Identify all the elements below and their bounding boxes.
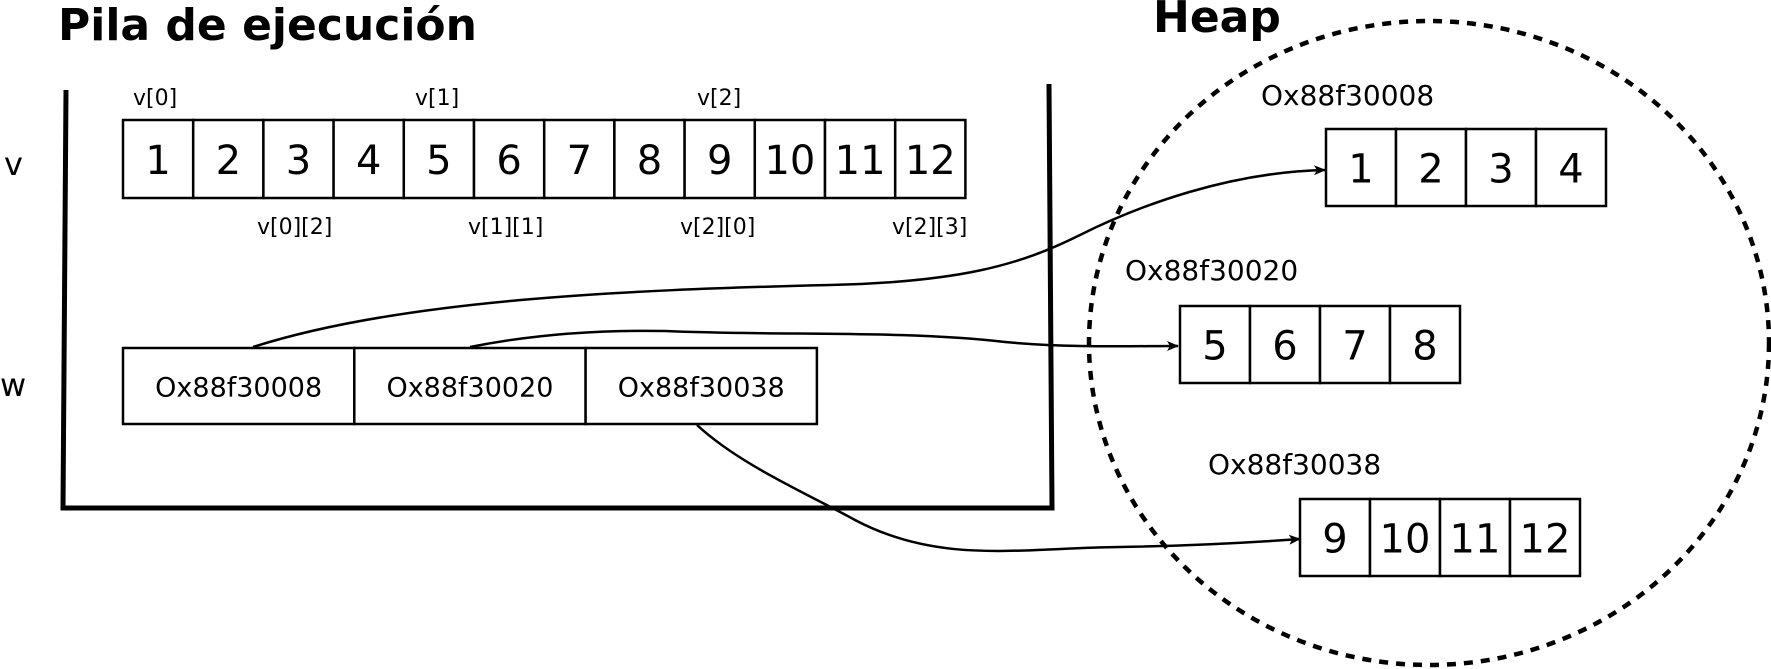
heap-cell [1318, 304, 1392, 385]
v-row-label: v[0] [133, 86, 177, 111]
pointer-arrow-w1 [469, 329, 1179, 352]
v-cell [613, 118, 686, 200]
stack-title: Pila de ejecución [58, 0, 477, 51]
v-cell [753, 118, 827, 200]
v-row-label: v[1] [415, 86, 459, 111]
pointer-arrows [252, 165, 1326, 553]
v-cell-value: 12 [905, 138, 956, 184]
w-cell-pointer: Ox88f30038 [618, 373, 785, 404]
variable-v-label: v [4, 145, 23, 183]
heap-cell-value: 3 [1488, 147, 1513, 193]
v-cell-value: 3 [286, 138, 311, 184]
w-cell-pointer: Ox88f30008 [155, 373, 322, 404]
heap-cell-value: 11 [1450, 517, 1501, 563]
heap-block-address: Ox88f30008 [1261, 79, 1434, 112]
v-cell-value: 4 [356, 138, 381, 184]
heap-region [1086, 18, 1771, 668]
v-cell [893, 118, 967, 200]
heap-cell-value: 2 [1418, 147, 1443, 193]
heap-cell [1298, 497, 1372, 578]
v-row-label: v[2] [697, 86, 741, 111]
heap-block-address: Ox88f30020 [1125, 254, 1298, 287]
v-cell [472, 118, 546, 200]
v-element-label: v[2][0] [680, 215, 755, 240]
heap-cell-value: 7 [1342, 324, 1367, 370]
v-cell-value: 2 [216, 138, 241, 184]
heap-cell [1508, 497, 1582, 578]
heap-cell [1534, 127, 1608, 208]
variable-w-label: w [0, 366, 26, 404]
w-cell-pointer: Ox88f30020 [386, 373, 553, 404]
heap-cell-value: 6 [1272, 324, 1297, 370]
pointer-arrow-w2 [696, 424, 1301, 553]
heap-title: Heap [1153, 0, 1281, 43]
v-cell-value: 9 [707, 138, 732, 184]
heap-cell [1388, 304, 1462, 385]
v-element-label: v[1][1] [468, 215, 543, 240]
v-cell-value: 7 [567, 138, 592, 184]
w-cell [121, 346, 356, 426]
heap-cell [1248, 304, 1322, 385]
heap-cell-value: 8 [1412, 324, 1437, 370]
v-index-labels: v[0] v[1] v[2] v[0][2] v[1][1] v[2][0] v[2][3] [133, 86, 967, 240]
w-pointer-array: Ox88f30008 Ox88f30020 Ox88f30038 [121, 346, 819, 426]
v-element-label: v[2][3] [892, 215, 967, 240]
heap-cell-value: 4 [1558, 147, 1583, 193]
heap-cell [1464, 127, 1538, 208]
v-cell-value: 1 [145, 138, 170, 184]
v-cell-value: 11 [835, 138, 886, 184]
v-element-label: v[0][2] [257, 215, 332, 240]
heap-block-address: Ox88f30038 [1208, 448, 1381, 481]
heap-cell-value: 9 [1322, 517, 1347, 563]
v-cell [542, 118, 616, 200]
heap-cell-value: 12 [1520, 517, 1571, 563]
v-cell-value: 8 [637, 138, 662, 184]
v-cell-value: 5 [426, 138, 451, 184]
v-cell-value: 10 [764, 138, 815, 184]
w-cell [584, 346, 819, 426]
heap-block: Ox88f30038 9 10 11 12 [1208, 448, 1582, 578]
stack-frame [60, 83, 1055, 511]
v-cell [402, 118, 476, 200]
v-cell [683, 118, 757, 200]
heap-cell [1324, 127, 1398, 208]
v-cell [823, 118, 897, 200]
v-cell [191, 118, 265, 200]
heap-cell-value: 10 [1380, 517, 1431, 563]
heap-cell-value: 5 [1202, 324, 1227, 370]
w-cell [353, 346, 587, 426]
heap-cell-value: 1 [1348, 147, 1373, 193]
heap-cell [1368, 497, 1442, 578]
pointer-arrow-w0 [252, 165, 1326, 349]
v-cell-value: 6 [496, 138, 521, 184]
